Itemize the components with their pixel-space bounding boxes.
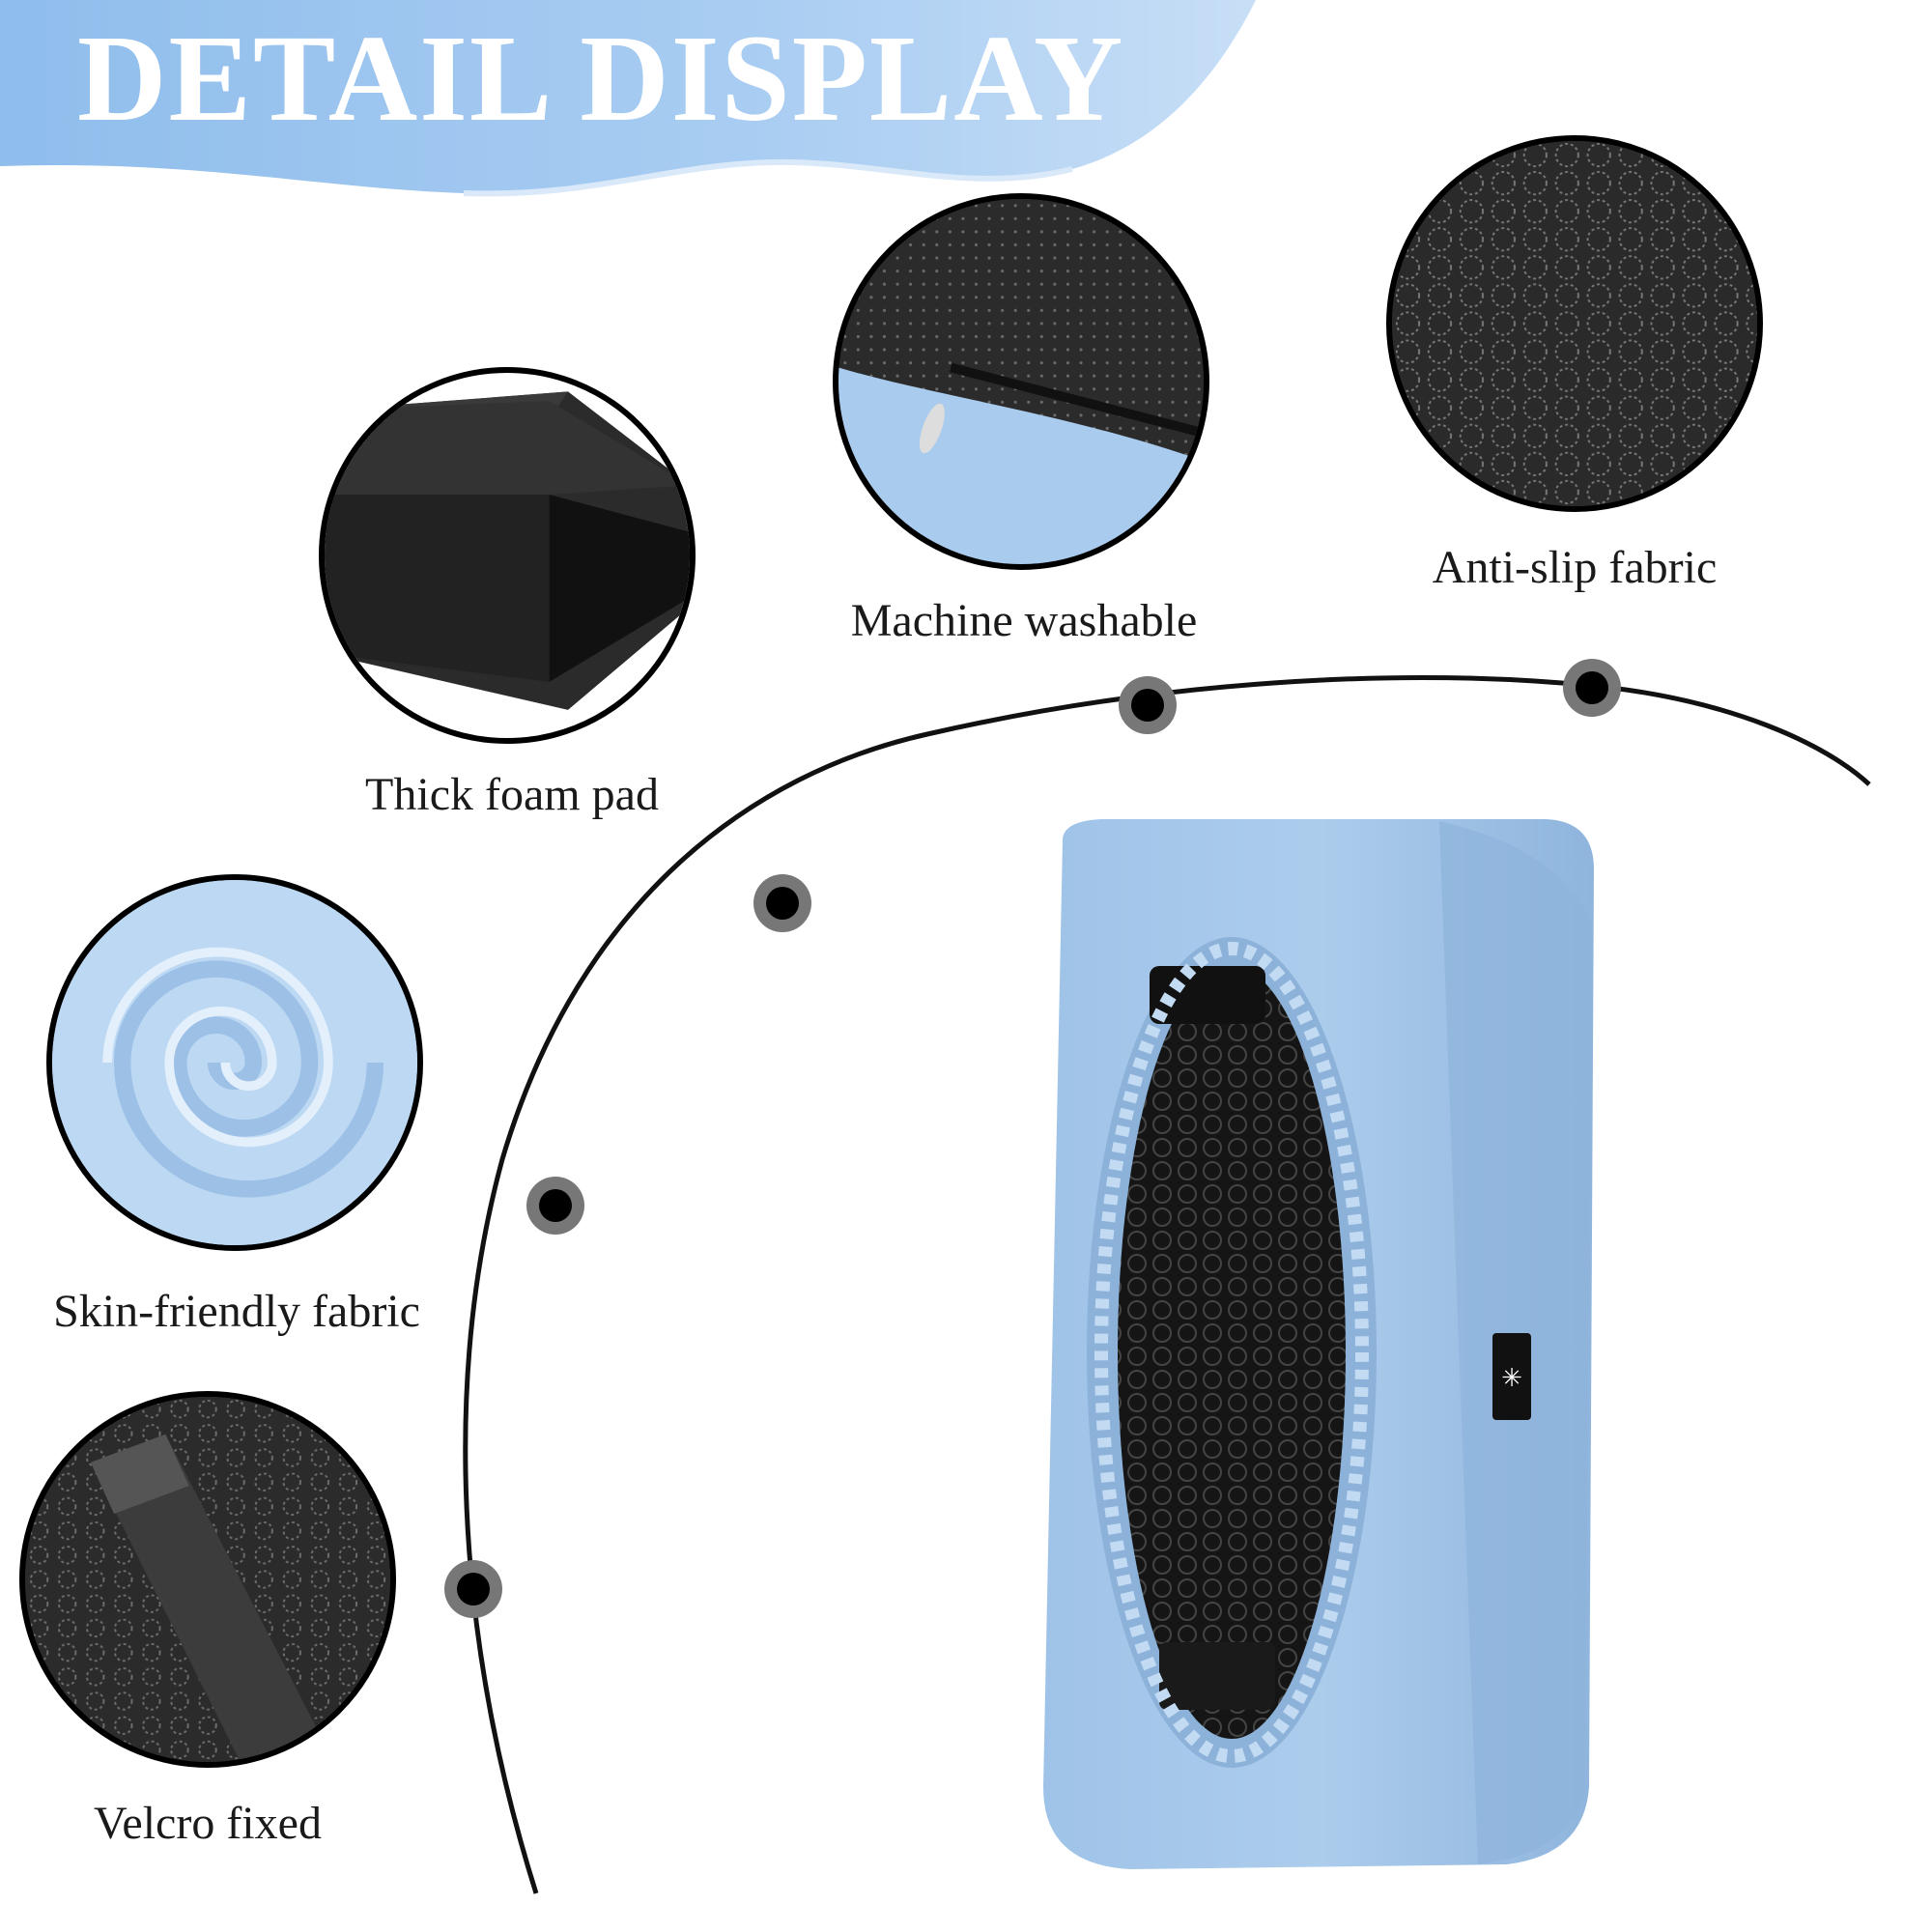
velcro-image: [19, 1391, 396, 1768]
armrest-cover-product: ✳: [1043, 819, 1594, 1869]
skin-friendly-image: [46, 874, 423, 1251]
thick-foam-image: [319, 367, 696, 744]
banner-wave: [0, 0, 1256, 197]
banner-title: DETAIL DISPLAY: [77, 10, 1125, 147]
anti-slip-image: [1386, 135, 1763, 512]
skin-friendly-caption: Skin-friendly fabric: [53, 1286, 420, 1337]
svg-text:✳: ✳: [1501, 1364, 1522, 1393]
arc-marker-skin: [526, 1177, 584, 1235]
arc-marker-antislip: [1563, 659, 1621, 717]
velcro-caption: Velcro fixed: [94, 1798, 322, 1849]
thick-foam-caption: Thick foam pad: [365, 769, 659, 820]
machine-washable-caption: Machine washable: [850, 595, 1198, 646]
arc-marker-foam: [753, 874, 811, 932]
anti-slip-caption: Anti-slip fabric: [1432, 542, 1718, 593]
arc-marker-velcro: [444, 1560, 502, 1618]
arc-marker-washable: [1119, 676, 1177, 734]
machine-washable-image: [833, 193, 1209, 570]
